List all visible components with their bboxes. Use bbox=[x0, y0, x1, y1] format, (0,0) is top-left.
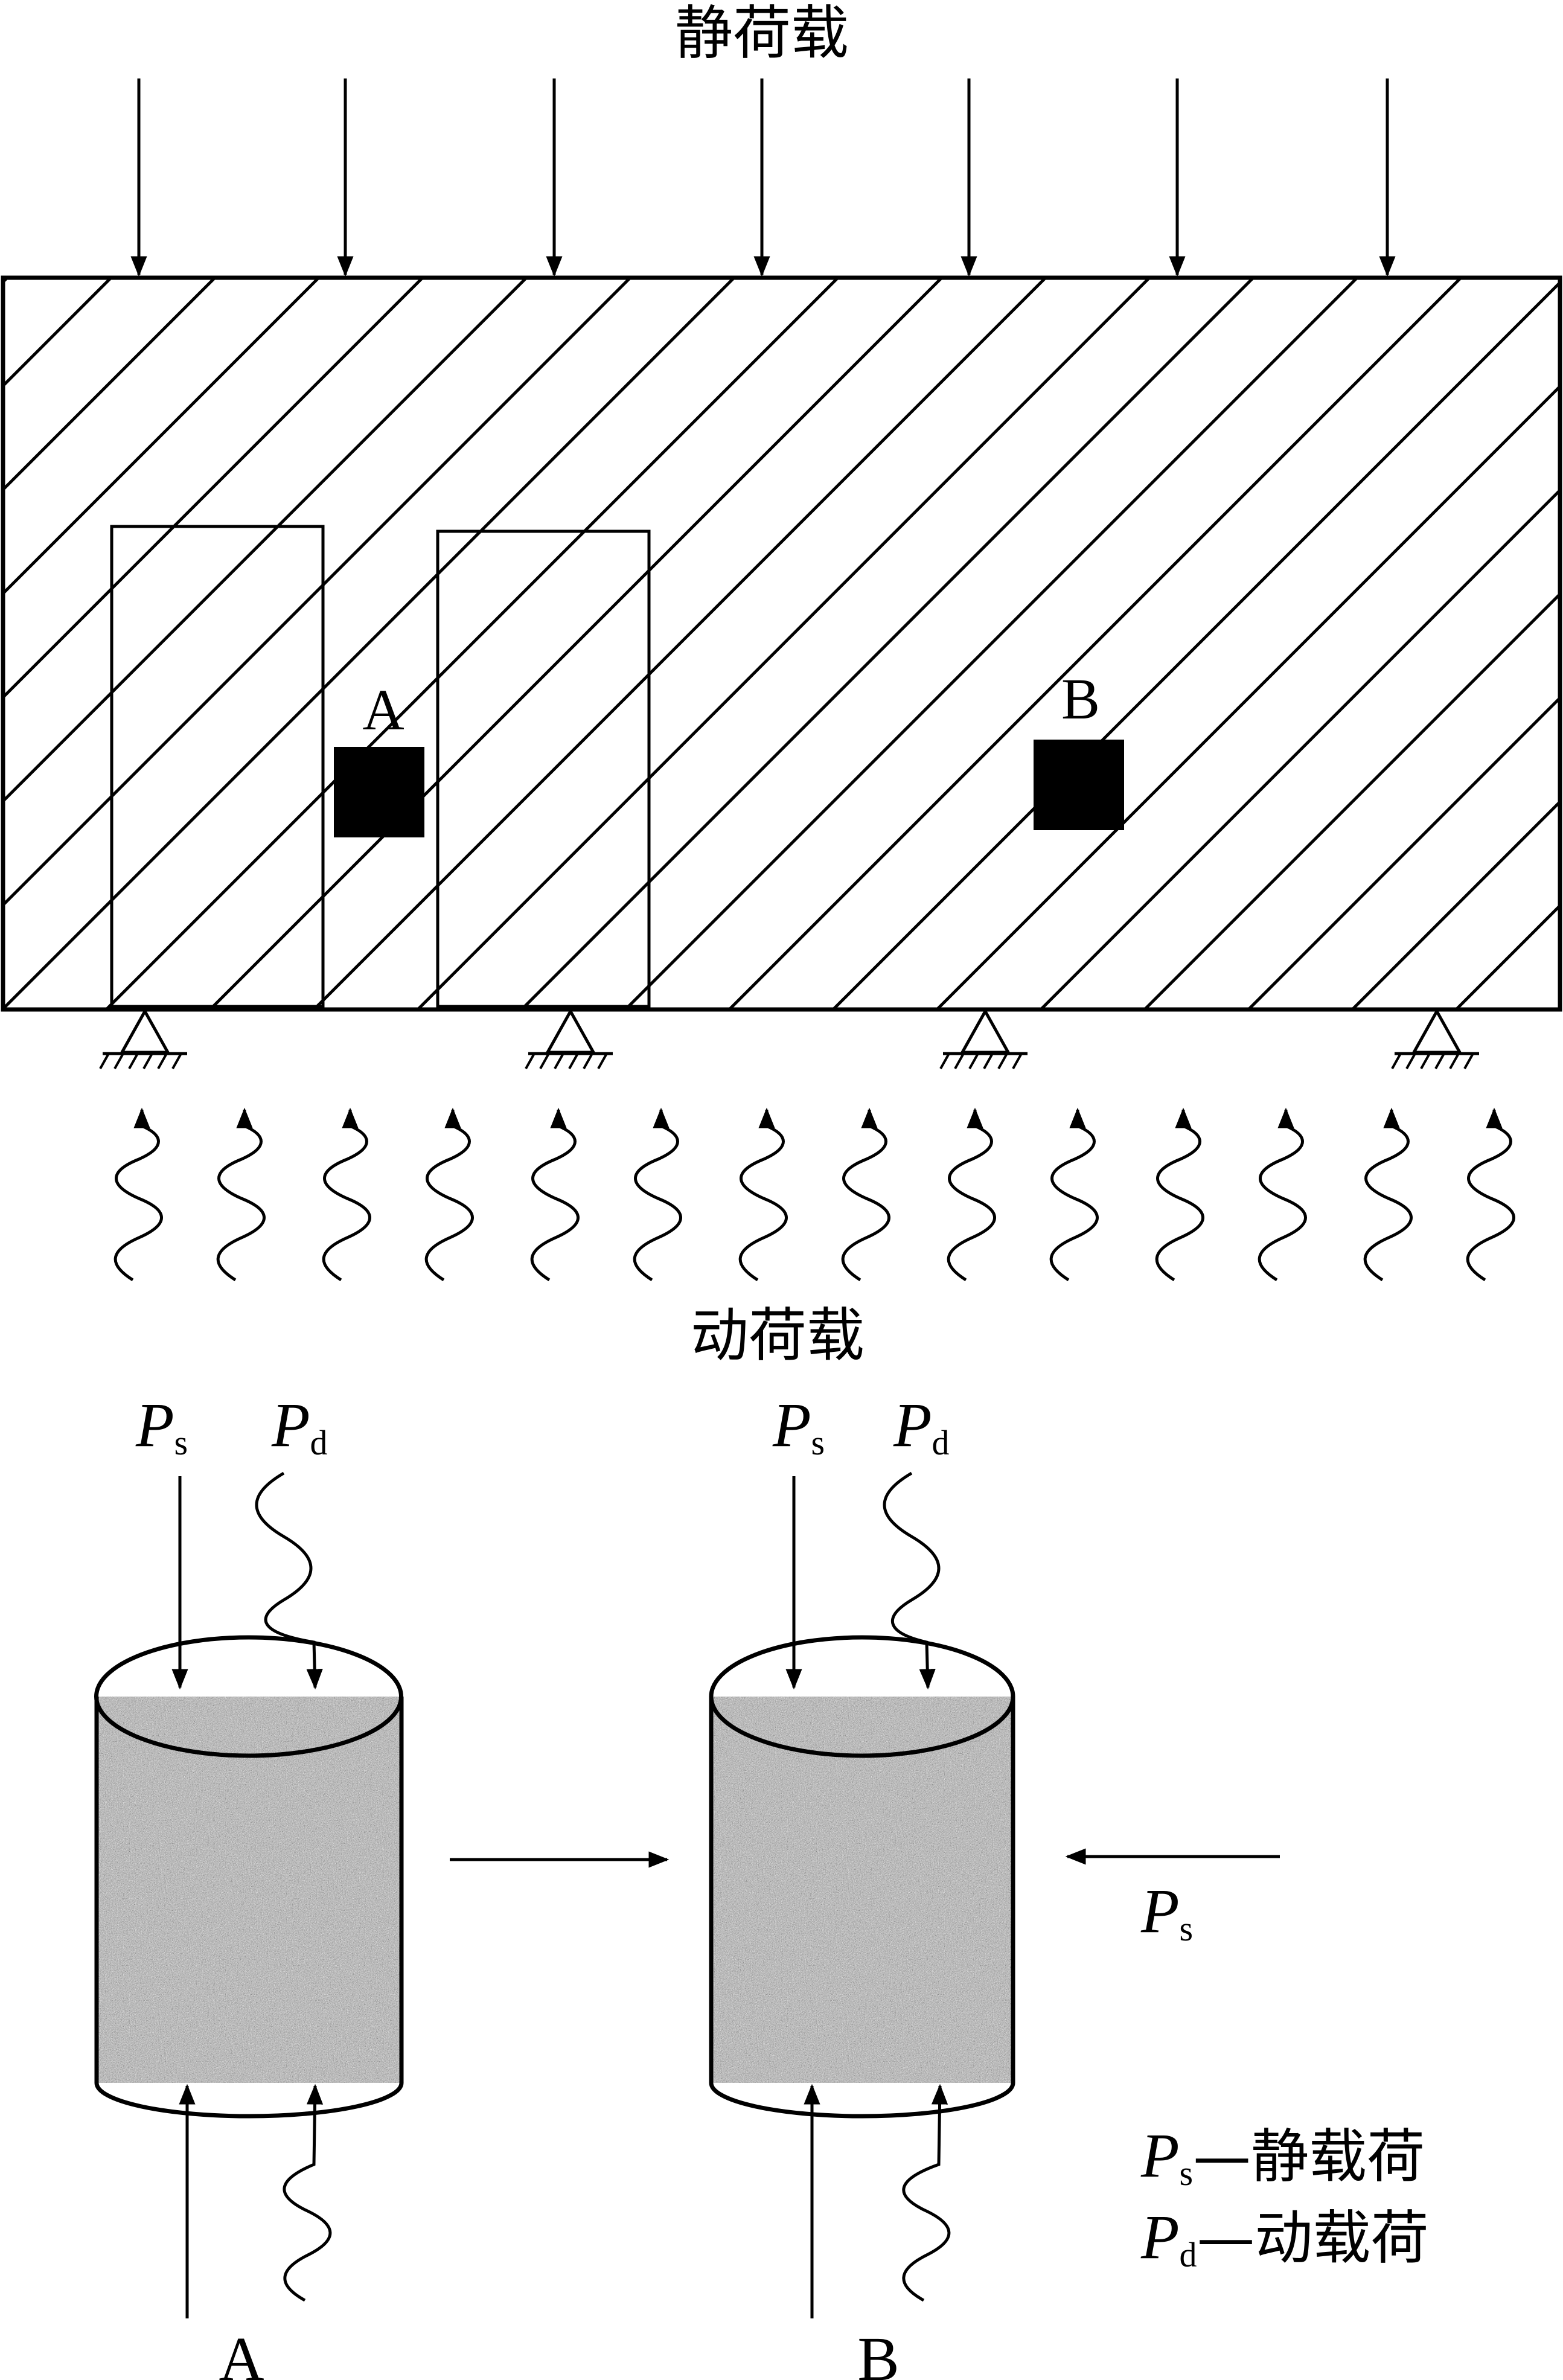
legend: Ps—静载荷 Pd—动载荷 bbox=[1140, 2121, 1429, 2274]
hatch-line bbox=[209, 278, 943, 1009]
sample-b-ps-label: Ps bbox=[772, 1390, 825, 1462]
rock-mass bbox=[1, 275, 1562, 1012]
sample-b-body-texture bbox=[711, 1697, 1013, 2083]
dynamic-load-wave-arrow-icon bbox=[322, 1107, 371, 1282]
hatch-line bbox=[3, 278, 424, 700]
sample-b-dynamic-wave-top bbox=[883, 1471, 941, 1690]
dynamic-load-wave-arrow-icon bbox=[841, 1107, 890, 1282]
dynamic-load-wave-arrow-icon bbox=[216, 1107, 266, 1282]
hatch-line bbox=[1247, 696, 1560, 1009]
pin-supports bbox=[99, 1008, 1479, 1069]
dynamic-load-wave-arrow-icon bbox=[1049, 1107, 1099, 1282]
hatch-line bbox=[3, 278, 735, 1009]
pillar-1 bbox=[110, 525, 325, 1008]
sample-a-label: A bbox=[219, 2324, 264, 2380]
point-b-label: B bbox=[1061, 667, 1100, 731]
point-a-label: A bbox=[362, 677, 404, 742]
hatch-line bbox=[1143, 592, 1560, 1009]
dynamic-load-wave-arrow-icon bbox=[1155, 1107, 1204, 1282]
dynamic-load-wave-arrow-icon bbox=[113, 1107, 163, 1282]
sample-a-dynamic-wave-bottom bbox=[283, 2084, 332, 2302]
dynamic-load-wave-arrow-icon bbox=[947, 1107, 996, 1282]
sample-a: Ps Pd A bbox=[94, 1390, 404, 2380]
sample-a-pd-label: Pd bbox=[271, 1390, 328, 1462]
hatch-line bbox=[3, 278, 320, 596]
rock-mass-outline bbox=[1, 275, 1562, 1012]
sample-b-label: B bbox=[857, 2324, 899, 2380]
hatch-line bbox=[832, 280, 1560, 1009]
dynamic-load-wave-arrow-icon bbox=[1363, 1107, 1413, 1282]
sample-a-bottom-edge bbox=[94, 2082, 404, 2119]
sample-a-dynamic-wave-top bbox=[255, 1471, 323, 1690]
sample-a-body-texture bbox=[97, 1697, 401, 2083]
hatch-line bbox=[624, 278, 1358, 1009]
hatch-line bbox=[936, 384, 1560, 1009]
hatch-line bbox=[520, 278, 1255, 1009]
point-b-marker bbox=[1034, 740, 1124, 830]
hatch-line bbox=[1351, 799, 1560, 1009]
hatch-line bbox=[105, 278, 839, 1009]
dynamic-load-wave-arrow-icon bbox=[738, 1107, 788, 1282]
hatch-line bbox=[313, 278, 1047, 1009]
static-load-title: 静荷载 bbox=[675, 0, 849, 67]
pin-support-icon bbox=[939, 1008, 1028, 1069]
dynamic-load-wave-arrow-icon bbox=[424, 1107, 474, 1282]
pin-support-icon bbox=[99, 1008, 187, 1069]
sample-b-top-cap bbox=[709, 1635, 1015, 1758]
dynamic-load-arrows bbox=[113, 1107, 1515, 1282]
static-load-arrows bbox=[130, 78, 1396, 277]
pin-support-icon bbox=[1391, 1008, 1479, 1069]
dynamic-load-title: 动荷载 bbox=[691, 1302, 865, 1369]
point-a-marker bbox=[334, 747, 424, 837]
hatch-line bbox=[417, 278, 1151, 1009]
hatch-line bbox=[3, 278, 631, 907]
hatch-line bbox=[1040, 488, 1560, 1009]
sample-a-ps-label: Ps bbox=[135, 1390, 188, 1462]
sample-b-lateral-ps-label: Ps bbox=[1140, 1876, 1193, 1948]
legend-dynamic: Pd—动载荷 bbox=[1140, 2202, 1429, 2274]
hatch-line bbox=[728, 278, 1462, 1009]
dynamic-load-wave-arrow-icon bbox=[1258, 1107, 1307, 1282]
dynamic-load-wave-arrow-icon bbox=[530, 1107, 580, 1282]
sample-b: Ps Pd B Ps bbox=[709, 1390, 1280, 2380]
sample-b-pd-label: Pd bbox=[893, 1390, 950, 1462]
pillar-2 bbox=[436, 529, 651, 1008]
sample-b-dynamic-wave-bottom bbox=[902, 2084, 951, 2302]
hatch-line bbox=[3, 278, 528, 804]
hatch-line bbox=[3, 278, 216, 492]
dynamic-load-wave-arrow-icon bbox=[633, 1107, 682, 1282]
dynamic-load-wave-arrow-icon bbox=[1466, 1107, 1515, 1282]
sample-b-bottom-edge bbox=[709, 2082, 1015, 2119]
legend-static: Ps—静载荷 bbox=[1140, 2121, 1425, 2193]
sample-a-top-cap bbox=[94, 1635, 403, 1758]
pin-support-icon bbox=[525, 1008, 613, 1069]
